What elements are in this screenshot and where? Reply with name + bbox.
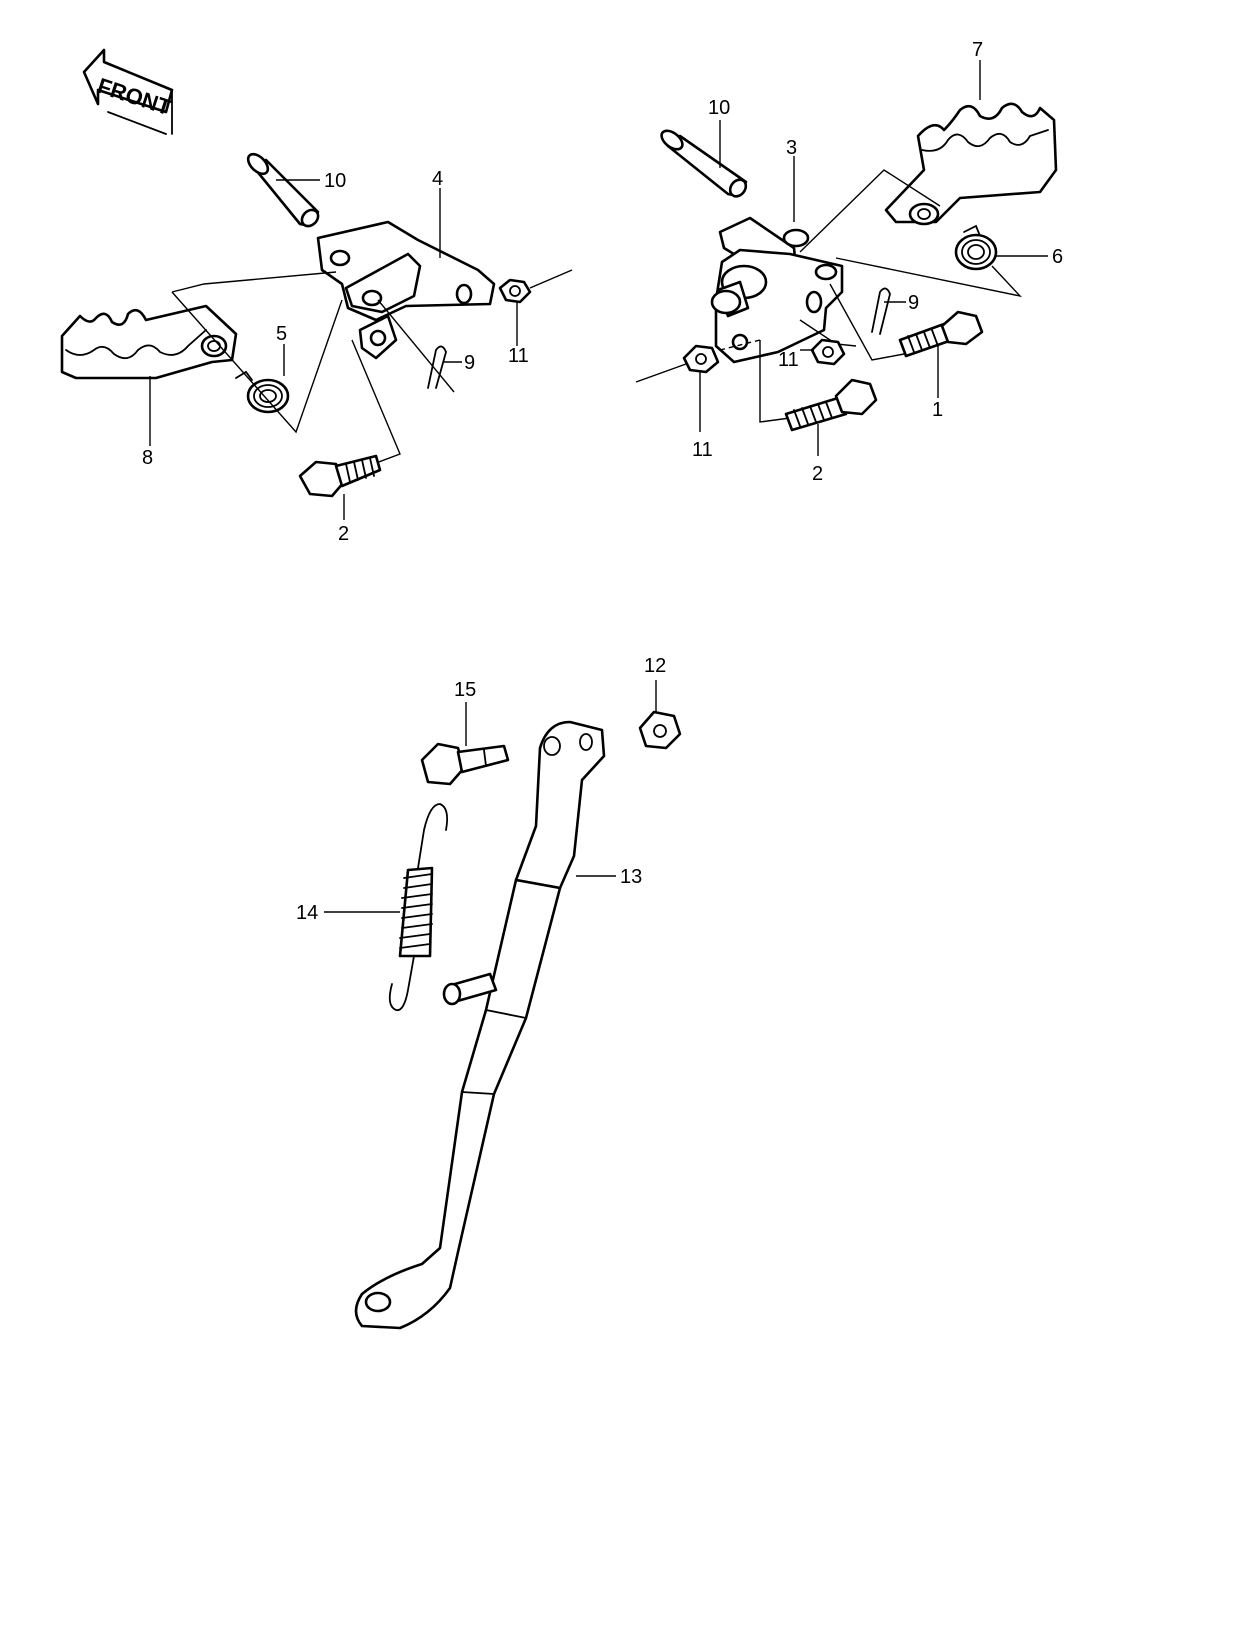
stand-bolt — [420, 742, 510, 786]
right-bolt-2 — [784, 378, 878, 432]
assembly-line-right-2 — [835, 257, 1023, 298]
callout-stand: 13 — [620, 866, 642, 888]
callout-left-pin: 10 — [324, 170, 346, 192]
right-footpeg — [884, 102, 1058, 226]
callout-right-bolt-1: 1 — [932, 399, 943, 421]
side-stand-assembly: 12 15 13 14 — [296, 655, 682, 1330]
side-stand — [354, 720, 606, 1330]
right-bracket — [710, 216, 844, 364]
callout-left-cotter: 9 — [464, 352, 475, 374]
callout-stand-spring: 14 — [296, 902, 318, 924]
stand-spring — [388, 803, 449, 1012]
callout-right-pin: 10 — [708, 97, 730, 119]
right-pin — [660, 129, 748, 198]
callout-right-nut-inner: 11 — [778, 349, 799, 371]
callout-right-bolt-2: 2 — [812, 463, 823, 485]
left-cotter-pin — [427, 345, 447, 389]
assembly-line-right-3 — [829, 283, 905, 361]
right-nut-inner — [810, 338, 846, 366]
left-nut — [498, 278, 532, 304]
callout-right-bracket: 3 — [786, 137, 797, 159]
callout-right-cotter: 9 — [908, 292, 919, 314]
left-pin — [246, 152, 320, 228]
callout-left-spring: 5 — [276, 323, 287, 345]
left-bolt — [298, 454, 382, 498]
left-footpeg-assembly: 10 4 11 9 — [60, 152, 573, 545]
right-bolt-1 — [898, 310, 984, 358]
left-footpeg — [60, 304, 238, 380]
leader-left-cotter-axis — [377, 299, 455, 393]
assembly-line-right-5 — [759, 340, 791, 423]
callout-right-spring: 6 — [1052, 246, 1063, 268]
callout-left-nut: 11 — [508, 345, 529, 367]
leader-right-nut-outer-axis — [635, 363, 687, 383]
assembly-line-right-1 — [799, 169, 941, 253]
left-spring — [235, 370, 290, 414]
left-bracket — [316, 220, 496, 360]
right-cotter-pin — [871, 287, 891, 335]
callout-left-footpeg: 8 — [142, 447, 153, 469]
leader-left-nut-axis — [529, 269, 573, 289]
callout-stand-nut: 12 — [644, 655, 666, 677]
right-footpeg-assembly: 10 3 7 — [635, 39, 1063, 485]
hidden-line-right — [719, 339, 761, 351]
callout-left-bolt: 2 — [338, 523, 349, 545]
callout-left-bracket: 4 — [432, 168, 443, 190]
stand-nut — [638, 710, 682, 750]
assembly-line-left-1 — [171, 271, 337, 293]
right-nut-outer — [682, 344, 720, 374]
assembly-line-left-2 — [171, 291, 343, 434]
callout-right-footpeg: 7 — [972, 39, 983, 61]
front-arrow: FRONT — [82, 48, 175, 135]
right-spring — [954, 224, 998, 271]
callout-stand-bolt: 15 — [454, 679, 476, 701]
callout-right-nut-outer: 11 — [692, 439, 713, 461]
